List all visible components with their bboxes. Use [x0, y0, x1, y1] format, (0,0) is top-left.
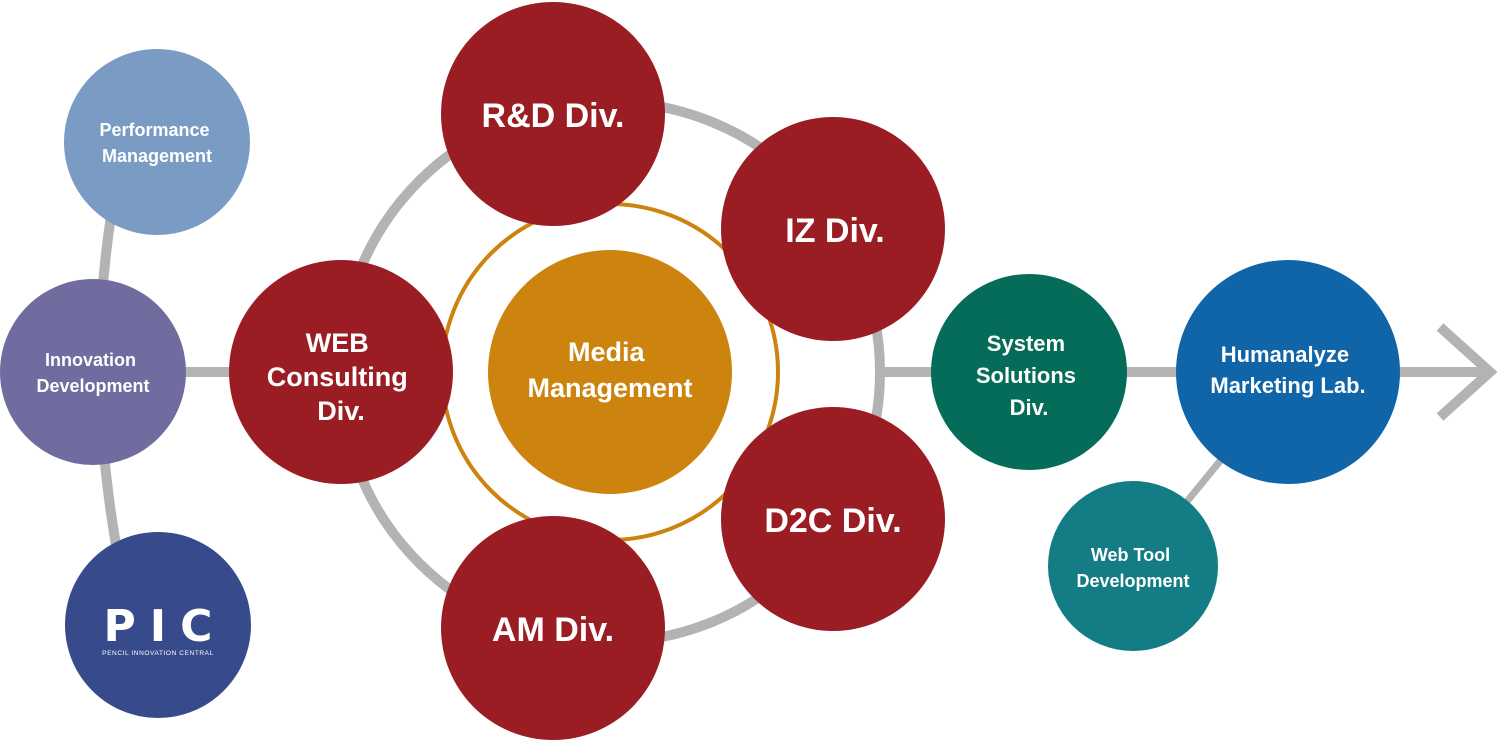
web-consulting-division-node: WEB Consulting Div. — [229, 260, 453, 484]
svg-text:D2C Div.: D2C Div. — [764, 502, 901, 540]
svg-text:WEB Consulting Div: WEB Consulting Div. — [267, 328, 416, 426]
media-management-node: Media Management — [488, 250, 732, 494]
d2c-division-node: D2C Div. — [721, 407, 945, 631]
pic-logo: PIC — [104, 601, 227, 652]
svg-text:R&D Div.: R&D Div. — [482, 97, 625, 135]
innovation-development-node: Innovation Development — [0, 279, 186, 465]
system-solutions-division-node: System Solutions Div. — [931, 274, 1127, 470]
svg-text:Web Tool Development: Web Tool Development — [1076, 545, 1189, 591]
svg-text:AM Div.: AM Div. — [492, 611, 614, 649]
svg-text:System Solutions D: System Solutions Div. — [976, 331, 1082, 420]
svg-text:Humanalyze Marketing Lab: Humanalyze Marketing Lab. — [1210, 342, 1365, 398]
iz-division-node: IZ Div. — [721, 117, 945, 341]
performance-management-node: Performance Management — [64, 49, 250, 235]
flow-arrow-head — [1436, 323, 1498, 421]
svg-text:Innovation Development: Innovation Development — [36, 350, 149, 396]
pic-logo-subtitle: PENCIL INNOVATION CENTRAL — [102, 650, 214, 657]
svg-text:Performance Management: Performance Management — [99, 120, 214, 166]
pic-logo-node: PIC PENCIL INNOVATION CENTRAL — [65, 532, 251, 718]
rnd-division-node: R&D Div. — [441, 2, 665, 226]
web-tool-development-node: Web Tool Development — [1048, 481, 1218, 651]
humanalyze-marketing-lab-node: Humanalyze Marketing Lab. — [1176, 260, 1400, 484]
svg-text:Media Management: Media Management — [527, 337, 692, 403]
am-division-node: AM Div. — [441, 516, 665, 740]
svg-text:IZ Div.: IZ Div. — [785, 212, 885, 250]
